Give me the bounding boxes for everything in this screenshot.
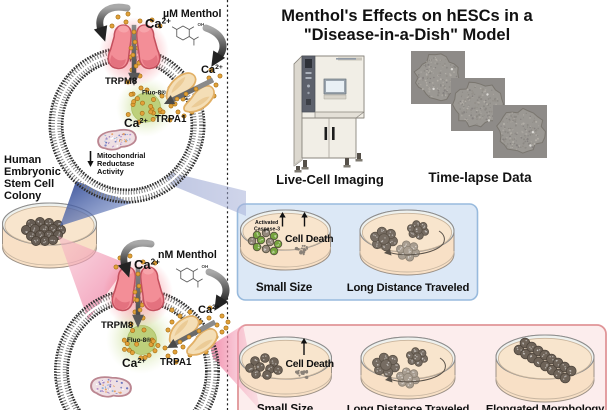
svg-text:Cell Death: Cell Death [286,359,334,370]
svg-text:"Disease-in-a-Dish" Model: "Disease-in-a-Dish" Model [304,26,510,44]
svg-text:Embryonic: Embryonic [4,166,61,178]
svg-text:Activity: Activity [97,167,125,176]
svg-text:µM Menthol: µM Menthol [163,8,222,20]
svg-text:TRPM8: TRPM8 [105,76,137,87]
svg-text:OH: OH [202,264,209,269]
svg-text:Fluo-8®: Fluo-8® [127,336,151,344]
svg-text:Fluo-8®: Fluo-8® [142,89,166,97]
svg-text:TRPM8: TRPM8 [101,320,133,331]
svg-text:Activated: Activated [255,220,278,226]
svg-text:Cell Death: Cell Death [285,234,333,245]
svg-text:Menthol's Effects on hESCs in: Menthol's Effects on hESCs in a [281,7,533,25]
svg-text:Caspase-3: Caspase-3 [254,227,280,233]
svg-text:TRPA1: TRPA1 [160,357,192,368]
svg-text:Elongated Morphology: Elongated Morphology [486,404,605,410]
svg-text:Small Size: Small Size [256,280,313,294]
svg-text:nM Menthol: nM Menthol [158,249,217,261]
svg-text:Mitochondrial: Mitochondrial [97,151,145,160]
svg-text:Human: Human [4,154,42,166]
svg-text:Colony: Colony [4,190,42,202]
svg-text:Stem Cell: Stem Cell [4,178,54,190]
svg-text:Reductase: Reductase [97,159,134,168]
svg-text:OH: OH [198,22,205,27]
svg-text:TRPA1: TRPA1 [155,114,187,125]
svg-text:Small Size: Small Size [257,402,314,410]
svg-text:Long Distance Traveled: Long Distance Traveled [347,282,470,294]
svg-text:Long Distance Traveled: Long Distance Traveled [347,404,470,410]
svg-text:Live-Cell Imaging: Live-Cell Imaging [276,172,384,187]
svg-text:Time-lapse Data: Time-lapse Data [428,170,532,185]
